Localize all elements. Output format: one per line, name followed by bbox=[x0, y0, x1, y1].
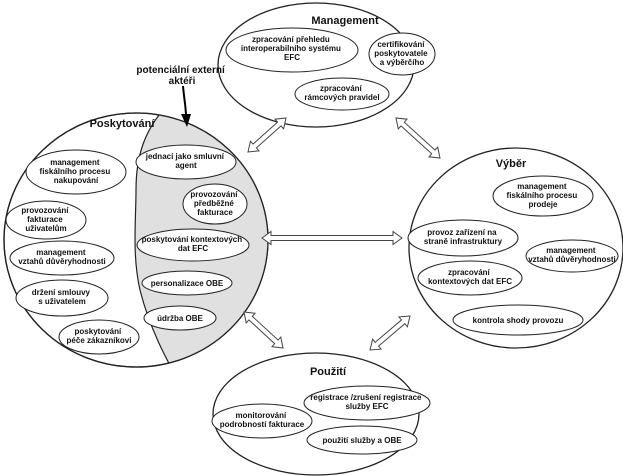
external-process-4-label: personalizace OBE bbox=[151, 279, 224, 288]
poskytovani-process-5-label: poskytování péče zákazníkovi bbox=[67, 327, 132, 345]
management-title: Management bbox=[311, 15, 379, 27]
external-actors-boundary bbox=[134, 113, 179, 367]
vyber-process-3-label: management vztahů důvěryhodnosti bbox=[528, 246, 616, 264]
poskytovani-process-1-label: management fiskálního procesu nakupování bbox=[40, 158, 113, 185]
management-process-2-label: certifikování poskytovatele a výběrčího bbox=[374, 40, 430, 67]
annotation-label: potenciální externí aktéři bbox=[136, 65, 227, 87]
vyber-process-3 bbox=[525, 239, 619, 273]
poskytovani-title: Poskytování bbox=[90, 118, 156, 130]
arrow-poskytovani-vyber bbox=[261, 230, 403, 246]
arrow-management-vyber bbox=[395, 117, 441, 159]
arrow-vyber-pouziti bbox=[369, 315, 411, 351]
vyber-process-2-label: provoz zařízení na straně infrastruktury bbox=[424, 228, 503, 246]
external-process-3-label: poskytování kontextových dat EFC bbox=[142, 235, 245, 253]
vyber-process-4 bbox=[417, 260, 523, 296]
management-process-1-label: zpracování přehledu interoperabilního sy… bbox=[241, 35, 343, 62]
poskytovani-process-4-label: držení smlouvy s uživatelem bbox=[32, 288, 92, 306]
management-process-2 bbox=[368, 32, 436, 76]
poskytovani-process-2 bbox=[5, 200, 87, 240]
external-process-1 bbox=[135, 144, 237, 180]
external-process-1-label: jednací jako smluvní agent bbox=[145, 152, 226, 170]
double-arrows bbox=[243, 117, 441, 351]
vyber-title: Výběr bbox=[496, 158, 527, 170]
pouziti-process-2 bbox=[211, 403, 313, 439]
external-actors-annotation: potenciální externí aktéři bbox=[136, 65, 227, 127]
poskytovani-process-2-label: provozování fakturace uživatelům bbox=[21, 206, 70, 233]
poskytovani-process-5 bbox=[58, 319, 140, 355]
vyber-process-1-label: management fiskálního procesu prodeje bbox=[507, 182, 580, 209]
group-pouziti: Použití registrace /zrušení registrace s… bbox=[211, 352, 431, 476]
poskytovani-process-3 bbox=[9, 240, 115, 276]
vyber-process-5 bbox=[452, 304, 584, 336]
management-process-3 bbox=[294, 77, 390, 111]
vyber-process-2 bbox=[407, 219, 519, 257]
management-process-3-label: zpracování rámcových pravidel bbox=[304, 84, 379, 102]
poskytovani-process-1 bbox=[25, 149, 127, 195]
external-process-5-label: údržba OBE bbox=[157, 314, 203, 323]
vyber-process-1 bbox=[492, 175, 594, 217]
pouziti-process-2-label: monitorování podrobností fakturace bbox=[220, 411, 305, 429]
pouziti-process-3 bbox=[306, 425, 418, 455]
poskytovani-process-3-label: management vztahů důvěryhodnosti bbox=[18, 248, 106, 266]
group-vyber: Výběr management fiskálního procesu prod… bbox=[407, 147, 623, 349]
external-process-5 bbox=[143, 305, 217, 331]
group-management: Management zpracování přehledu interoper… bbox=[217, 2, 436, 128]
external-process-2-label: provozování předběžné fakturace bbox=[190, 190, 239, 217]
annotation-arrow-shaft bbox=[182, 85, 187, 117]
pouziti-process-3-label: použití služby a OBE bbox=[322, 436, 402, 445]
arrow-poskytovani-pouziti bbox=[243, 311, 284, 349]
external-process-2 bbox=[182, 183, 248, 225]
pouziti-process-1-label: registrace /zrušení registrace služby EF… bbox=[310, 393, 423, 411]
vyber-process-5-label: kontrola shody provozu bbox=[473, 316, 564, 325]
arrow-management-poskytovani bbox=[247, 117, 287, 153]
external-process-4 bbox=[141, 270, 233, 296]
vyber-process-4-label: zpracování kontextových dat EFC bbox=[428, 268, 512, 286]
management-process-1 bbox=[225, 27, 359, 73]
poskytovani-process-4 bbox=[15, 279, 109, 317]
external-process-3 bbox=[136, 228, 250, 262]
annotation-arrow-head bbox=[181, 114, 191, 127]
pouziti-process-1 bbox=[303, 385, 431, 421]
pouziti-title: Použití bbox=[310, 366, 347, 378]
